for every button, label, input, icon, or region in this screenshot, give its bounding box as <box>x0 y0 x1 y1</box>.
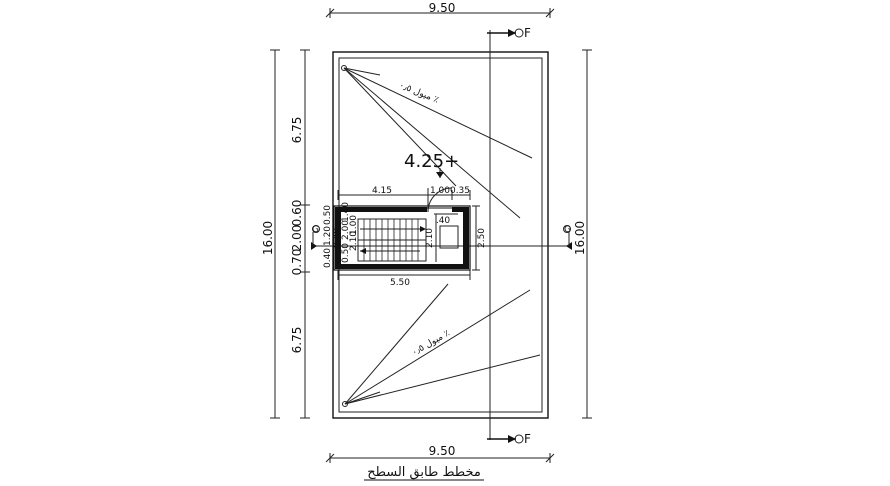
left-upper-label: 6.75 <box>290 117 304 144</box>
stair-base-a: 0.50 <box>341 243 351 263</box>
left-total-label: 16.00 <box>261 221 275 255</box>
stair-inner-b: 2.10 <box>425 228 435 248</box>
stair-base-b: 2.10 <box>349 231 359 251</box>
section-mark-top: F <box>524 26 531 40</box>
title-text: مخطط طابق السطح <box>367 465 481 480</box>
stair-bottom-width: 5.50 <box>390 278 410 288</box>
stair-landing-a: .40 <box>436 216 451 226</box>
axis-mark-left: G <box>312 225 319 235</box>
stair-side-b: 1.20 <box>323 226 333 246</box>
lower-slope-label: ميول ٠٫٥ ٪ <box>410 328 451 358</box>
right-total-dimension: 16.00 <box>573 49 592 419</box>
bottom-dimension: 9.50 <box>325 444 555 463</box>
stair-top-small-b: 0.35 <box>450 186 470 196</box>
level-label: 4.25+ <box>404 151 459 172</box>
stair-landing-b: 1.40 <box>341 202 351 222</box>
top-width-label: 9.50 <box>429 1 456 15</box>
left-mid-a-label: 0.70 <box>290 249 304 276</box>
left-segment-dimension: 6.75 0.60 2.00 0.70 6.75 <box>290 49 310 419</box>
stair-side-a: 0.50 <box>323 205 333 225</box>
stair-top-width: 4.15 <box>372 186 392 196</box>
section-mark-bottom: F <box>524 432 531 446</box>
left-mid-c-label: 0.60 <box>290 200 304 227</box>
right-total-label: 16.00 <box>573 221 587 255</box>
level-mark: 4.25+ <box>404 151 459 178</box>
drawing-title: مخطط طابق السطح <box>364 465 484 481</box>
axis-mark-right: G <box>564 225 571 235</box>
left-mid-b-label: 2.00 <box>290 225 304 252</box>
stair-inner-c: 0.40 <box>332 228 342 248</box>
lower-slope-lines: ميول ٠٫٥ ٪ <box>342 283 541 407</box>
section-line-top: F <box>487 26 531 440</box>
stair-core: 4.15 1.00 0.35 5.50 <box>323 186 487 288</box>
upper-slope-label: ميول ٠٫٥ ٪ <box>397 81 440 106</box>
section-line-bottom: F <box>487 432 531 446</box>
stair-side-c: 0.40 <box>323 248 333 268</box>
left-total-dimension: 16.00 <box>261 49 280 419</box>
stair-right-height: 2.50 <box>477 228 487 248</box>
roof-outline-outer <box>332 51 549 419</box>
stair-base-c: 1.00 <box>349 215 359 235</box>
stair-inner-a: 2.00 <box>341 220 351 240</box>
left-lower-label: 6.75 <box>290 327 304 354</box>
bottom-width-label: 9.50 <box>429 444 456 458</box>
top-dimension: 9.50 <box>325 1 555 18</box>
axis-line-horizontal: G G <box>311 225 572 250</box>
